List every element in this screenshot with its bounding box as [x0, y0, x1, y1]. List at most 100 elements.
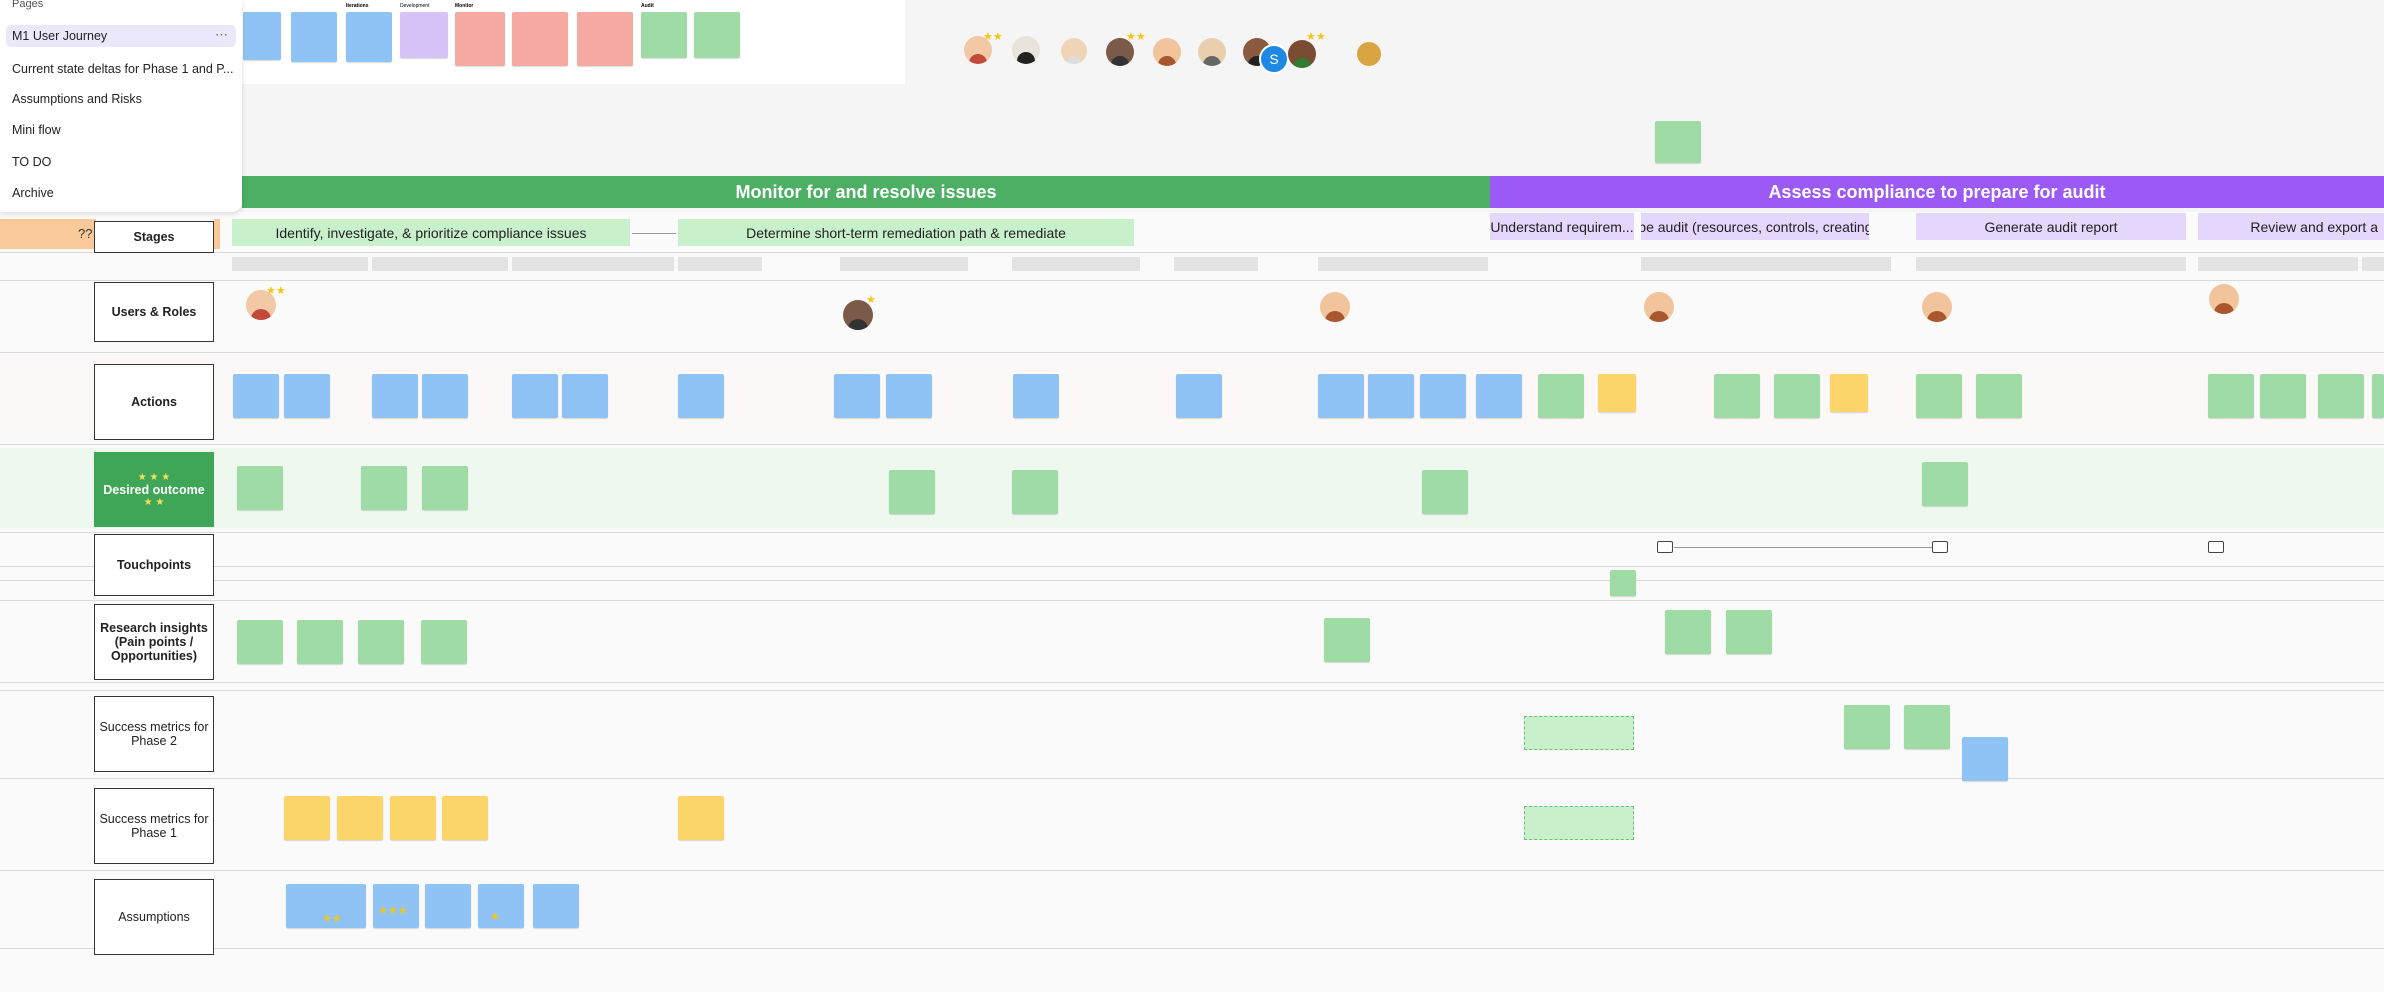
- stage-determine[interactable]: Determine short-term remediation path & …: [678, 219, 1134, 246]
- sticky-note[interactable]: [1318, 374, 1364, 418]
- row-label-stages: Stages: [94, 221, 214, 253]
- star-icon: ★: [866, 294, 876, 306]
- sidebar-item-m1-user-journey[interactable]: M1 User Journey ⋯: [6, 25, 236, 47]
- sticky-note[interactable]: [2260, 374, 2306, 418]
- sticky-note[interactable]: [1774, 374, 1820, 418]
- phase-banner-assess: Assess compliance to prepare for audit: [1490, 176, 2384, 208]
- sticky-note[interactable]: [286, 884, 366, 928]
- sidebar-item-mini-flow[interactable]: Mini flow: [12, 123, 61, 137]
- sidebar-item-assumptions-risks[interactable]: Assumptions and Risks: [12, 92, 142, 106]
- sticky-note[interactable]: [1714, 374, 1760, 418]
- sticky-note[interactable]: [1962, 737, 2008, 781]
- star-icon: ★ ★ ★: [137, 471, 171, 483]
- journey-board: [0, 212, 2384, 992]
- sticky-note[interactable]: [442, 796, 488, 840]
- stage-arrow: [632, 233, 676, 234]
- stage-understand[interactable]: Understand requirem...: [1490, 213, 1634, 240]
- sticky-note[interactable]: [1922, 462, 1968, 506]
- sticky-note[interactable]: [1726, 610, 1772, 654]
- description-note: [1174, 257, 1258, 271]
- sticky-note[interactable]: [1368, 374, 1414, 418]
- sticky-note[interactable]: [373, 884, 419, 928]
- sticky-note[interactable]: [834, 374, 880, 418]
- row-label-research-insights: Research insights (Pain points / Opportu…: [94, 604, 214, 680]
- person-avatar-icon: [843, 300, 873, 330]
- sidebar-item-archive[interactable]: Archive: [12, 186, 54, 200]
- metric-card[interactable]: [1524, 716, 1634, 750]
- sidebar-item-current-state-deltas[interactable]: Current state deltas for Phase 1 and P..…: [12, 62, 234, 76]
- sticky-note[interactable]: [1422, 470, 1468, 514]
- stage-review-export[interactable]: Review and export a: [2198, 213, 2384, 240]
- sticky-note[interactable]: [889, 470, 935, 514]
- sticky-note[interactable]: [1013, 374, 1059, 418]
- sticky-note[interactable]: [1844, 705, 1890, 749]
- sticky-note[interactable]: [1904, 705, 1950, 749]
- sticky-note[interactable]: [358, 620, 404, 664]
- sticky-note[interactable]: [2372, 374, 2384, 418]
- sticky-note[interactable]: [512, 12, 568, 66]
- sticky-note[interactable]: [478, 884, 524, 928]
- sticky-note[interactable]: [1012, 470, 1058, 514]
- person-avatar-icon: [1106, 38, 1134, 66]
- sticky-note[interactable]: [1655, 121, 1701, 163]
- sticky-note[interactable]: [455, 12, 505, 66]
- sticky-note[interactable]: [533, 884, 579, 928]
- sticky-note[interactable]: [694, 12, 740, 58]
- sticky-note[interactable]: [390, 796, 436, 840]
- sticky-note[interactable]: [372, 374, 418, 418]
- sticky-note[interactable]: [346, 12, 392, 62]
- sticky-note[interactable]: [425, 884, 471, 928]
- sticky-note[interactable]: [577, 12, 633, 66]
- sticky-note[interactable]: [1610, 570, 1636, 596]
- star-icon: ★★: [322, 913, 342, 925]
- sidebar-item-todo[interactable]: TO DO: [12, 155, 52, 169]
- sticky-note[interactable]: [361, 466, 407, 510]
- sticky-note[interactable]: [1976, 374, 2022, 418]
- sticky-note[interactable]: [421, 620, 467, 664]
- sticky-note[interactable]: [233, 374, 279, 418]
- sticky-note[interactable]: [1420, 374, 1466, 418]
- sticky-note[interactable]: [1538, 374, 1584, 418]
- sticky-note[interactable]: [1665, 610, 1711, 654]
- sticky-note[interactable]: [1598, 374, 1636, 412]
- sticky-note[interactable]: [237, 466, 283, 510]
- sticky-note[interactable]: [678, 374, 724, 418]
- metric-card[interactable]: [1524, 806, 1634, 840]
- user-avatar-s[interactable]: S: [1259, 44, 1289, 74]
- sticky-note[interactable]: [422, 466, 468, 510]
- sticky-note[interactable]: [1324, 618, 1370, 662]
- sticky-note[interactable]: [400, 12, 448, 58]
- question-marks: ??: [78, 226, 93, 241]
- sticky-note[interactable]: [562, 374, 608, 418]
- sticky-note[interactable]: [422, 374, 468, 418]
- sticky-note[interactable]: [2208, 374, 2254, 418]
- stage-identify[interactable]: Identify, investigate, & prioritize comp…: [232, 219, 630, 246]
- sticky-note[interactable]: [1176, 374, 1222, 418]
- desired-outcome-band: [0, 448, 2384, 528]
- description-note: [1641, 257, 1891, 271]
- sticky-note[interactable]: [886, 374, 932, 418]
- sticky-note[interactable]: [1830, 374, 1868, 412]
- person-avatar-icon: [246, 290, 276, 320]
- sticky-note[interactable]: [337, 796, 383, 840]
- sticky-note[interactable]: [1916, 374, 1962, 418]
- sticky-note[interactable]: [641, 12, 687, 58]
- sticky-note[interactable]: [243, 12, 281, 60]
- sticky-note[interactable]: [512, 374, 558, 418]
- more-icon[interactable]: ⋯: [215, 27, 228, 42]
- stage-scope-audit[interactable]: Scope audit (resources, controls, creati…: [1641, 213, 1869, 240]
- stage-generate-report[interactable]: Generate audit report: [1916, 213, 2186, 240]
- sticky-note[interactable]: [284, 796, 330, 840]
- sticky-note[interactable]: [297, 620, 343, 664]
- sticky-note[interactable]: [284, 374, 330, 418]
- sticky-note[interactable]: [1476, 374, 1522, 418]
- column-label: Monitor: [455, 3, 474, 9]
- star-icon: ★★: [1126, 31, 1146, 43]
- sticky-note[interactable]: [2318, 374, 2364, 418]
- column-label: Audit: [641, 3, 654, 9]
- sticky-note[interactable]: [678, 796, 724, 840]
- sticky-note[interactable]: [237, 620, 283, 664]
- row-label-users-roles: Users & Roles: [94, 282, 214, 342]
- sticky-note[interactable]: [291, 12, 337, 62]
- pages-header: Pages: [12, 0, 44, 10]
